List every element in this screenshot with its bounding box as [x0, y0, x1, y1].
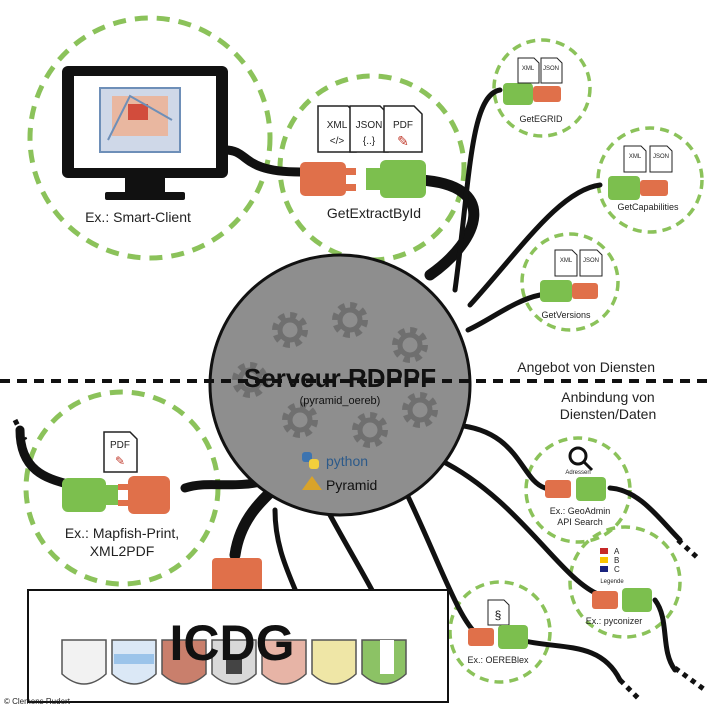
svg-text:PDF: PDF — [110, 440, 130, 451]
svg-text:JSON: JSON — [653, 154, 669, 160]
xml-doc-icon: XML </> — [317, 105, 357, 153]
getegrid-circle — [492, 38, 592, 138]
geoadmin-circle — [524, 436, 632, 544]
getversions-label: GetVersions — [541, 310, 591, 320]
getextract-label: GetExtractById — [327, 205, 421, 221]
oereblex-plug-icon: § — [468, 599, 528, 649]
smart-client-label: Ex.: Smart-Client — [85, 209, 191, 225]
getversions-plug-icon: XML JSON — [540, 249, 603, 302]
svg-text:PDF: PDF — [393, 120, 413, 131]
svg-text:✎: ✎ — [397, 133, 409, 149]
svg-text:B: B — [614, 556, 619, 565]
adressen-label: Adressen — [565, 470, 590, 476]
svg-text:JSON: JSON — [543, 66, 559, 72]
getversions-circle — [520, 232, 620, 332]
pyconizer-plug-icon — [592, 588, 652, 612]
mapfish-label-2: XML2PDF — [90, 543, 155, 559]
svg-text:XML: XML — [522, 66, 535, 72]
svg-text:C: C — [614, 565, 620, 574]
svg-text:XML: XML — [629, 154, 642, 160]
svg-text:A: A — [614, 547, 620, 556]
getextract-plug-icon — [300, 160, 426, 198]
cables — [15, 87, 683, 683]
shield-neuchatel-icon — [311, 639, 357, 685]
svg-text:XML: XML — [327, 120, 348, 131]
python-label: python — [326, 453, 368, 469]
svg-text:JSON: JSON — [583, 258, 599, 264]
pyramid-logo-icon — [302, 476, 322, 490]
divider-above-label: Angebot von Diensten — [517, 359, 655, 375]
smart-client-circle — [27, 15, 273, 261]
pyconizer-circle — [568, 525, 682, 639]
canton-shields — [61, 639, 407, 685]
getextract-docs: XML </> JSON {..} PDF ✎ — [317, 105, 423, 153]
server-subtitle: (pyramid_oereb) — [300, 395, 381, 407]
geoadmin-label-2: API Search — [557, 517, 603, 527]
server-title: Serveur RDPPF — [244, 363, 436, 393]
getcapabilities-circle — [596, 126, 704, 234]
pyconizer-legend-icon: A B C — [600, 547, 620, 574]
cable-ends — [12, 418, 707, 702]
pyconizer-label: Ex.: pyconizer — [586, 616, 643, 626]
svg-text:XML: XML — [560, 258, 573, 264]
shield-jura-icon — [261, 639, 307, 685]
legende-label: Legende — [600, 579, 624, 585]
divider-below-label-1: Anbindung von — [561, 389, 654, 405]
getcapabilities-plug-icon: XML JSON — [608, 145, 673, 200]
svg-text:</>: </> — [330, 136, 345, 147]
shield-basel-icon — [61, 639, 107, 685]
getegrid-label: GetEGRID — [519, 114, 563, 124]
mapfish-label-1: Ex.: Mapfish-Print, — [65, 525, 179, 541]
json-doc-icon: JSON {..} — [349, 105, 389, 153]
geoadmin-label-1: Ex.: GeoAdmin — [550, 506, 611, 516]
svg-text:§: § — [495, 608, 502, 622]
geoadmin-plug-icon — [545, 446, 606, 501]
mapfish-plug-icon: PDF ✎ — [62, 431, 170, 514]
divider-below-label-2: Diensten/Daten — [560, 406, 657, 422]
getegrid-plug-icon: XML JSON — [503, 57, 563, 105]
credit-text: © Clemens Rudert — [4, 697, 71, 706]
server-node — [208, 253, 472, 517]
oereblex-label: Ex.: OEREBlex — [467, 655, 529, 665]
pyramid-label: Pyramid — [326, 477, 377, 493]
oereblex-circle — [448, 580, 552, 684]
shield-solothurn-icon — [161, 639, 207, 685]
python-logo-icon — [302, 452, 319, 469]
svg-text:✎: ✎ — [115, 454, 125, 468]
icdg-title: ICDG — [170, 615, 295, 671]
svg-text:{..}: {..} — [363, 136, 376, 147]
getcapabilities-label: GetCapabilities — [617, 202, 679, 212]
monitor-icon — [62, 66, 228, 200]
svg-text:JSON: JSON — [356, 120, 383, 131]
pdf-doc-icon: PDF ✎ — [383, 105, 423, 153]
